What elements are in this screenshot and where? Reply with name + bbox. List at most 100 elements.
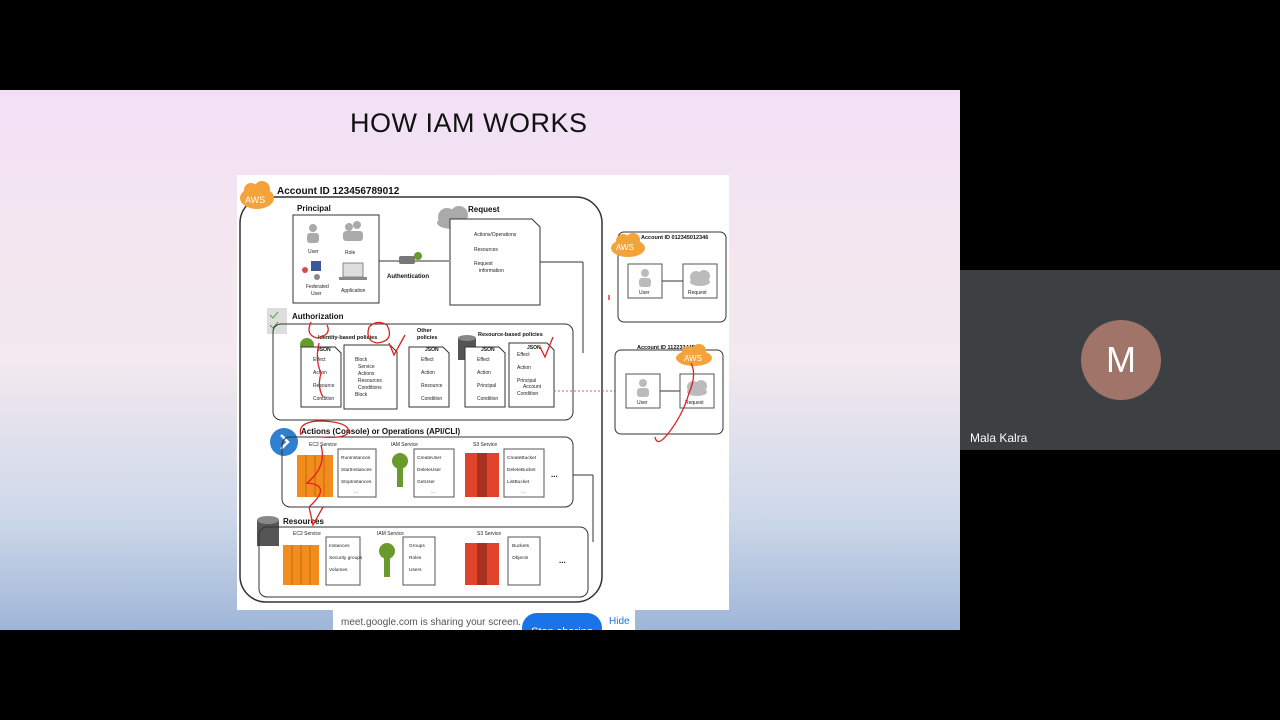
account3-request-cloud-icon bbox=[687, 380, 707, 396]
resources-ec2-label: EC2 Service bbox=[293, 531, 321, 537]
resources-more: ... bbox=[559, 556, 566, 565]
slide-title: HOW IAM WORKS bbox=[350, 108, 588, 138]
participant-tile[interactable]: M Mala Kalra bbox=[960, 270, 1280, 450]
iam-key-icon-actions bbox=[392, 453, 408, 487]
principal-user-label: User bbox=[308, 249, 319, 255]
annotation-stroke-8 bbox=[654, 362, 695, 443]
application-icon bbox=[339, 262, 367, 280]
policy-1-line-3: Resource bbox=[313, 383, 335, 389]
federated-user-icon bbox=[302, 261, 321, 280]
account3-aws-badge: AWS bbox=[684, 354, 702, 363]
chevron-circle-icon bbox=[270, 428, 298, 456]
policy-doc-4: JSON Effect Action Principal Condition bbox=[464, 346, 506, 408]
other-policies-label-1: Other bbox=[417, 328, 433, 334]
policy-5-line-5: Condition bbox=[517, 391, 538, 397]
account2-title: Account ID 012345012346 bbox=[641, 235, 708, 241]
resources-iam-label: IAM Service bbox=[377, 531, 404, 537]
policy-4-line-4: Condition bbox=[477, 396, 498, 402]
s3-ops-box bbox=[503, 448, 545, 498]
actions-heading: Actions (Console) or Operations (API/CLI… bbox=[301, 427, 460, 436]
checklist-icon bbox=[267, 308, 287, 334]
avatar: M bbox=[1081, 320, 1161, 400]
screen-share-bar: meet.google.com is sharing your screen. … bbox=[333, 610, 635, 630]
principal-box bbox=[292, 214, 380, 304]
annotation-stroke-5 bbox=[539, 336, 554, 359]
account2-request-cloud-icon bbox=[690, 270, 710, 286]
ec2-resources-box bbox=[325, 536, 361, 586]
policy-3-line-4: Condition bbox=[421, 396, 442, 402]
iam-op-2: DeleteUser bbox=[417, 467, 441, 473]
iam-resource-2: Roles bbox=[409, 555, 422, 561]
ec2-ops-box bbox=[337, 448, 377, 498]
policy-2-line-4: Resources bbox=[358, 378, 382, 384]
account-container bbox=[239, 196, 603, 603]
account3-box bbox=[614, 349, 724, 435]
policy-2-line-2: Service bbox=[358, 364, 375, 370]
aws-cloud-icon bbox=[240, 181, 274, 209]
request-line-3b: information bbox=[479, 268, 504, 274]
principal-federated-label-1: Federated bbox=[306, 284, 329, 290]
policy-2-line-5: Conditions bbox=[358, 385, 382, 391]
policy-4-line-1: Effect bbox=[477, 357, 490, 363]
resources-s3-label: S3 Service bbox=[477, 531, 501, 537]
presentation-slide: HOW IAM WORKS AWS Account ID 12345678901… bbox=[0, 90, 960, 630]
annotation-stroke-4 bbox=[388, 334, 406, 357]
policy-1-line-4: Condition bbox=[313, 396, 334, 402]
policy-5-line-2: Action bbox=[517, 365, 531, 371]
policy-doc-2: Block Service Actions Resources Conditio… bbox=[343, 344, 398, 410]
policy-5-line-3: Principal bbox=[517, 378, 536, 384]
account2-box bbox=[617, 231, 727, 323]
annotation-stroke-2 bbox=[316, 342, 324, 398]
other-policies-label-2: policies bbox=[417, 335, 437, 341]
request-line-2: Resources bbox=[474, 247, 498, 253]
annotation-stroke-7 bbox=[305, 444, 324, 527]
request-document bbox=[449, 218, 541, 306]
s3-icon-actions bbox=[465, 453, 499, 497]
s3-op-1: CreateBucket bbox=[507, 455, 537, 461]
s3-icon-resources bbox=[465, 543, 499, 585]
policy-2-line-1: Block bbox=[355, 357, 368, 363]
s3-op-3: ListBucket bbox=[507, 479, 530, 485]
annotation-stroke-1 bbox=[308, 321, 329, 339]
ec2-op-3: StopInstances bbox=[341, 479, 372, 485]
policy-doc-3: JSON Effect Action Resource Condition bbox=[408, 346, 450, 408]
resources-heading: Resources bbox=[283, 517, 324, 526]
policy-4-json: JSON bbox=[481, 347, 495, 353]
iam-resource-3: Users bbox=[409, 567, 422, 573]
s3-op-2: DeleteBucket bbox=[507, 467, 536, 473]
aws-cloud-icon-account2 bbox=[611, 233, 645, 257]
actions-iam-label: IAM Service bbox=[391, 442, 418, 448]
request-heading: Request bbox=[468, 205, 500, 214]
policy-doc-1: JSON Effect Action Resource Condition bbox=[300, 346, 342, 408]
policy-2-line-6: Block bbox=[355, 392, 368, 398]
policy-3-line-3: Resource bbox=[421, 383, 443, 389]
policy-3-json: JSON bbox=[425, 347, 439, 353]
ec2-op-1: RunInstances bbox=[341, 455, 371, 461]
account3-user-label: User bbox=[637, 400, 648, 406]
authentication-label: Authentication bbox=[387, 274, 429, 280]
hide-button[interactable]: Hide bbox=[609, 616, 630, 627]
account2-request-label: Request bbox=[688, 290, 707, 296]
policy-3-line-2: Action bbox=[421, 370, 435, 376]
share-notice-text: meet.google.com is sharing your screen. bbox=[341, 617, 522, 628]
account3-request-label: Request bbox=[685, 400, 704, 406]
iam-diagram-svg: AWS Account ID 123456789012 Principal Us… bbox=[239, 181, 727, 603]
policy-2-line-3: Actions bbox=[358, 371, 375, 377]
policy-4-line-3: Principal bbox=[477, 383, 496, 389]
identity-policies-label: Identity-based policies bbox=[318, 335, 377, 341]
policy-5-line-1: Effect bbox=[517, 352, 530, 358]
request-line-1: Actions/Operations bbox=[474, 232, 517, 238]
resource-policies-label: Resource-based policies bbox=[478, 332, 543, 338]
stop-sharing-button[interactable]: Stop sharing bbox=[522, 613, 602, 630]
authorization-box bbox=[272, 323, 574, 421]
ec2-resource-3: Volumes bbox=[329, 567, 348, 573]
principal-heading: Principal bbox=[297, 204, 331, 213]
resources-box bbox=[258, 526, 589, 598]
iam-resource-1: Groups bbox=[409, 543, 425, 549]
account2-user-icon bbox=[639, 269, 651, 287]
s3-resource-2: Objects bbox=[512, 555, 529, 561]
iam-op-3: GetUser bbox=[417, 479, 435, 485]
ec2-op-4: ... bbox=[354, 490, 358, 495]
policy-doc-5: JSON Effect Action Principal Account Con… bbox=[508, 342, 555, 408]
